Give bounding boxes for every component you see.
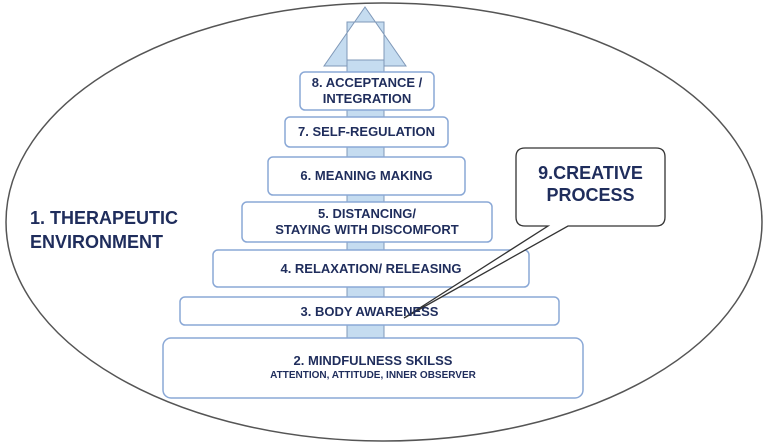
step-2-line1: 2. MINDFULNESS SKILSS [293,353,453,368]
creative-process-callout [403,147,666,319]
step-5-label: 5. DISTANCING/ STAYING WITH DISCOMFORT [242,206,492,238]
callout-line2: PROCESS [546,185,635,205]
step-6-label: 6. MEANING MAKING [268,168,465,184]
step-box-8 [299,71,435,111]
upward-arrow [323,6,407,67]
step-8-line1: 8. ACCEPTANCE / [311,75,423,90]
step-box-3 [179,296,560,326]
step-4-label: 4. RELAXATION/ RELEASING [213,261,529,277]
step-box-2 [162,337,584,399]
callout-line1: 9.CREATIVE [538,163,643,183]
step-2-label: 2. MINDFULNESS SKILSS ATTENTION, ATTITUD… [163,352,583,383]
step-7-label: 7. SELF-REGULATION [285,124,448,140]
step-box-4 [212,249,530,288]
step-3-label: 3. BODY AWARENESS [180,304,559,320]
step-4-line1: 4. RELAXATION/ RELEASING [280,261,462,276]
step-8-line2: INTEGRATION [322,91,412,106]
step-2-line2: ATTENTION, ATTITUDE, INNER OBSERVER [270,370,476,381]
environment-label-line1: 1. THERAPEUTIC [30,208,179,228]
step-3-line1: 3. BODY AWARENESS [300,304,439,319]
step-5-line2: STAYING WITH DISCOMFORT [275,222,459,237]
step-8-label: 8. ACCEPTANCE / INTEGRATION [300,75,434,107]
step-box-6 [267,156,466,196]
environment-label: 1. THERAPEUTIC ENVIRONMENT [30,206,178,254]
environment-label-line2: ENVIRONMENT [30,232,164,252]
step-6-line1: 6. MEANING MAKING [300,168,433,183]
callout-label: 9.CREATIVE PROCESS [516,162,665,206]
step-box-5 [241,201,493,243]
step-7-line1: 7. SELF-REGULATION [298,124,435,139]
step-5-line1: 5. DISTANCING/ [318,206,416,221]
step-box-7 [284,116,449,148]
